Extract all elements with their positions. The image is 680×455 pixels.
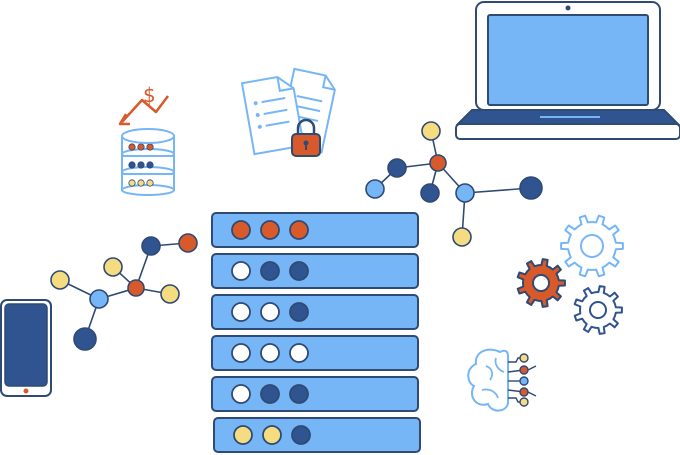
database-disk (121, 173, 175, 196)
gears-icon (516, 214, 624, 335)
gear-large-icon (560, 214, 624, 278)
secure-documents-icon (240, 67, 336, 157)
server-status-light (260, 343, 280, 363)
server-rack (211, 212, 421, 453)
server-unit (211, 376, 419, 412)
network-node (178, 233, 198, 253)
network-node (73, 327, 97, 351)
network-node (365, 179, 385, 199)
network-node (452, 227, 472, 247)
network-node (127, 279, 145, 297)
server-status-light (260, 384, 280, 404)
server-status-light (289, 302, 309, 322)
server-status-light (289, 384, 309, 404)
network-node (89, 289, 109, 309)
server-status-light (233, 425, 253, 445)
server-status-light (231, 384, 251, 404)
server-status-light (260, 220, 280, 240)
smartphone-icon (0, 299, 52, 397)
server-status-light (260, 302, 280, 322)
server-status-light (291, 425, 311, 445)
laptop-icon (455, 1, 680, 140)
server-status-light (260, 261, 280, 281)
ai-brain-icon (467, 348, 537, 412)
dollar-sign: $ (143, 83, 156, 107)
server-unit (211, 294, 419, 330)
server-status-light (231, 343, 251, 363)
network-node (160, 284, 180, 304)
network-node (387, 158, 407, 178)
server-status-light (262, 425, 282, 445)
server-unit (211, 253, 419, 289)
database-disk (121, 155, 175, 178)
database-finance-icon: $ (118, 83, 175, 196)
server-status-light (289, 220, 309, 240)
server-unit (213, 417, 421, 453)
server-status-light (231, 220, 251, 240)
gear-orange-icon (516, 258, 566, 308)
server-status-light (231, 302, 251, 322)
server-status-light (231, 261, 251, 281)
server-status-light (289, 261, 309, 281)
network-node (519, 176, 543, 200)
network-node (50, 270, 70, 290)
network-node (455, 183, 475, 203)
server-unit (211, 335, 419, 371)
network-node (420, 183, 440, 203)
padlock-icon (291, 118, 321, 157)
network-node (429, 154, 447, 172)
network-node (421, 121, 441, 141)
downward-trend-arrow (121, 95, 169, 123)
network-node (141, 236, 161, 256)
server-status-light (289, 343, 309, 363)
server-unit (211, 212, 419, 248)
network-nodes (50, 121, 543, 351)
network-node (103, 257, 123, 277)
gear-navy-icon (573, 285, 623, 335)
